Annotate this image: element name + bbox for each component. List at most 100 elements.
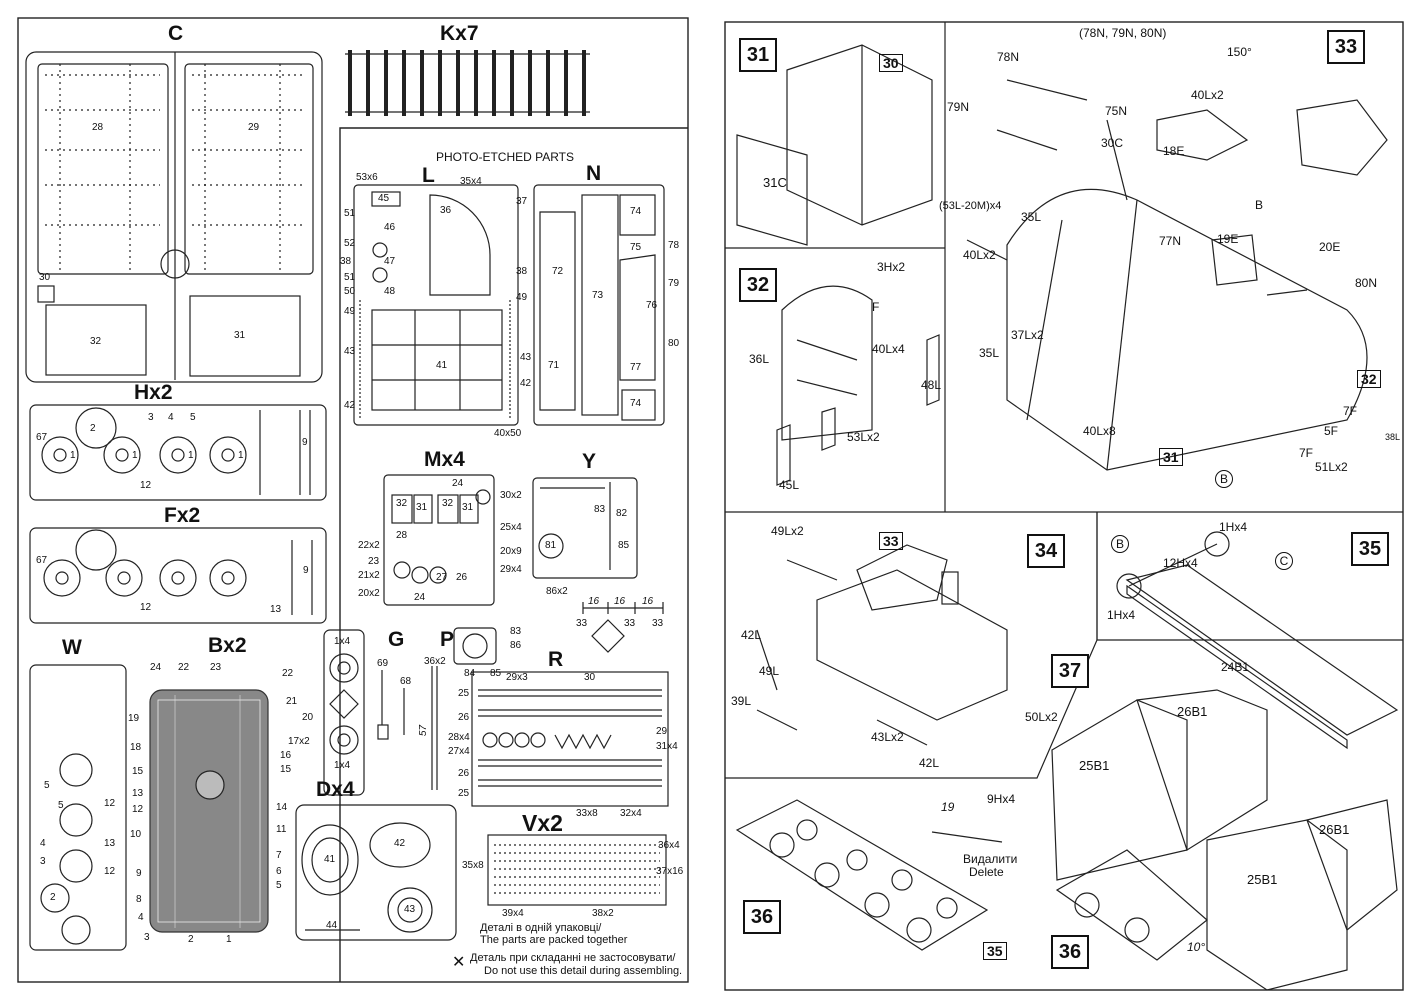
part-number: 42 <box>344 400 356 411</box>
part-number: 19 <box>128 713 140 724</box>
parts-sheet-drawing <box>17 17 689 983</box>
part-number: 5 <box>276 880 282 891</box>
part-number: 36x4 <box>658 840 680 851</box>
part-number: 7 <box>276 850 282 861</box>
part-number: 43 <box>344 346 356 357</box>
part-label: 51Lx2 <box>1315 460 1348 474</box>
part-label: 53Lx2 <box>847 430 880 444</box>
part-number: 30x2 <box>500 490 522 501</box>
part-label: 80N <box>1355 276 1378 290</box>
part-number: 21x2 <box>358 570 380 581</box>
part-number: 2 <box>90 423 96 434</box>
part-number: 33x8 <box>576 808 598 819</box>
sprue-title-P: P <box>440 628 455 651</box>
part-label: 40Lx4 <box>872 342 905 356</box>
part-number: 37x16 <box>656 866 684 877</box>
part-number: 11 <box>276 824 287 835</box>
part-number: 84 <box>464 668 476 679</box>
part-number: 3 <box>144 932 150 943</box>
part-number: 12 <box>140 480 152 491</box>
part-number: 18 <box>130 742 142 753</box>
part-number: 26 <box>456 572 468 583</box>
sprue-title-N: N <box>586 162 602 185</box>
part-number: 47 <box>384 256 396 267</box>
step-number: 36 <box>1051 935 1089 969</box>
part-number: 12 <box>104 798 116 809</box>
part-label: 43Lx2 <box>871 730 904 744</box>
part-number: 28 <box>396 530 408 541</box>
part-label: 19E <box>1217 232 1239 246</box>
part-number: 10 <box>130 829 142 840</box>
part-number: 41 <box>324 854 336 865</box>
part-number: 82 <box>616 508 628 519</box>
part-number: 4 <box>40 838 46 849</box>
sprue-title-R: R <box>548 648 564 671</box>
part-number: 45 <box>378 193 390 204</box>
part-label: 49L <box>759 664 780 678</box>
part-label: B <box>1255 198 1264 212</box>
part-number: 85 <box>618 540 630 551</box>
part-number: 42 <box>394 838 406 849</box>
part-number: 24 <box>150 662 162 673</box>
part-number: 29 <box>656 726 668 737</box>
part-number: 24 <box>452 478 464 489</box>
step-number: 37 <box>1051 654 1089 688</box>
sprue-title-W: W <box>62 636 82 659</box>
part-number: 22 <box>282 668 294 679</box>
part-number: 22x2 <box>358 540 380 551</box>
part-label: B <box>1111 535 1129 553</box>
unused-note-en: Do not use this detail during assembling… <box>484 965 683 977</box>
part-number: 20x9 <box>500 546 522 557</box>
part-number: 20x2 <box>358 588 380 599</box>
photo-etched-heading: PHOTO-ETCHED PARTS <box>436 150 575 164</box>
part-label: 39L <box>731 694 752 708</box>
part-number: 40x50 <box>494 428 522 439</box>
angle-label: 10° <box>1187 940 1206 954</box>
part-label: 36L <box>749 352 770 366</box>
part-label: 1Hx4 <box>1107 608 1136 622</box>
part-number: 75 <box>630 242 642 253</box>
part-number: 49 <box>516 292 528 303</box>
part-number: 73 <box>592 290 604 301</box>
part-number: 5 <box>44 780 50 791</box>
part-number: 51 <box>344 208 356 219</box>
part-number: 48 <box>384 286 396 297</box>
part-number: 25 <box>458 788 470 799</box>
part-number: 69 <box>377 658 389 669</box>
part-number: 33 <box>624 618 636 629</box>
part-number: 30 <box>584 672 596 683</box>
part-label: 12Hx4 <box>1163 556 1198 570</box>
part-number: 29x4 <box>500 564 522 575</box>
part-number: 36x2 <box>424 656 446 667</box>
part-label: 50Lx2 <box>1025 710 1058 724</box>
part-number: 21 <box>286 696 298 707</box>
part-number: 26 <box>458 768 470 779</box>
part-number: 51 <box>344 272 356 283</box>
part-label: 30C <box>1101 136 1124 150</box>
part-number: 68 <box>400 676 412 687</box>
dimension-label: 16 <box>642 596 654 607</box>
part-number: 12 <box>140 602 152 613</box>
part-number: 29x3 <box>506 672 528 683</box>
step-number: 33 <box>1327 30 1365 64</box>
part-label: 20E <box>1319 240 1341 254</box>
sprue-title-D: Dx4 <box>316 778 355 801</box>
dimension-label: 57 <box>418 724 430 737</box>
part-label: 35 <box>983 942 1007 960</box>
step-number: 36 <box>743 900 781 934</box>
part-number: 29 <box>248 122 260 133</box>
sprue-title-F: Fx2 <box>164 504 201 527</box>
part-number: 1x4 <box>334 636 351 647</box>
part-number: 1 <box>70 450 76 461</box>
sprue-title-B: Bx2 <box>208 634 247 657</box>
part-number: 28x4 <box>448 732 470 743</box>
part-number: 38 <box>516 266 528 277</box>
delete-label-ua: Видалити <box>963 852 1018 866</box>
part-number: 27x4 <box>448 746 470 757</box>
part-number: 1 <box>238 450 244 461</box>
part-number: 4 <box>138 912 144 923</box>
part-label: 38L <box>1385 432 1401 442</box>
part-number: 27 <box>436 572 448 583</box>
part-number: 52 <box>344 238 356 249</box>
part-label: 31 <box>1159 448 1183 466</box>
